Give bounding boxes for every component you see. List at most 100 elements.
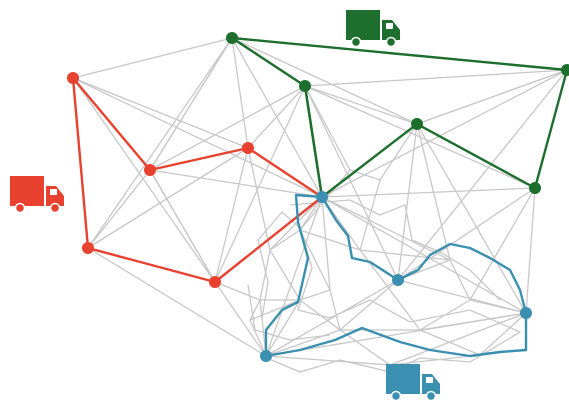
network-edge bbox=[359, 249, 451, 261]
network-edge bbox=[321, 196, 331, 291]
network-edge bbox=[247, 284, 331, 341]
network-edge bbox=[149, 37, 233, 171]
truck-cargo bbox=[386, 364, 420, 394]
red-route-node bbox=[209, 276, 221, 288]
network-edge bbox=[249, 299, 301, 321]
red-route-node bbox=[82, 242, 94, 254]
network-edge bbox=[87, 147, 249, 249]
truck-cargo bbox=[346, 10, 380, 40]
network-edge bbox=[265, 355, 391, 366]
network-edge bbox=[416, 69, 568, 125]
network-edge bbox=[269, 249, 301, 301]
network-edge bbox=[469, 187, 536, 301]
blue-route-node bbox=[392, 274, 404, 286]
network-edge bbox=[416, 123, 527, 314]
network-edge bbox=[389, 312, 527, 366]
network-edge bbox=[321, 196, 451, 261]
route-nodes bbox=[67, 32, 569, 362]
truck-wheel bbox=[385, 36, 397, 48]
truck-wheel bbox=[390, 390, 402, 402]
network-edge bbox=[339, 329, 391, 366]
truck-icon bbox=[386, 364, 440, 402]
truck-wheel bbox=[14, 202, 26, 214]
network-edge bbox=[265, 299, 301, 357]
network-edge bbox=[149, 85, 306, 171]
network-edge bbox=[249, 319, 267, 357]
network-edge bbox=[289, 199, 501, 301]
network-edge bbox=[329, 289, 341, 331]
network-edge bbox=[72, 77, 323, 198]
network-edge bbox=[214, 147, 249, 283]
truck-wheel bbox=[49, 202, 61, 214]
network-edge bbox=[299, 229, 331, 291]
network-edge bbox=[265, 329, 341, 357]
network-edge bbox=[87, 169, 151, 249]
blue-route-node bbox=[520, 307, 532, 319]
red-route-node bbox=[144, 164, 156, 176]
truck-wheel bbox=[350, 36, 362, 48]
network-edge bbox=[269, 229, 301, 251]
network-edge bbox=[304, 69, 568, 87]
network-edge bbox=[149, 169, 216, 283]
network-edge bbox=[265, 279, 399, 357]
network-edge bbox=[214, 281, 261, 301]
network-edge bbox=[214, 281, 267, 357]
network-edge bbox=[339, 279, 399, 331]
network-edge bbox=[389, 354, 481, 366]
network-edge bbox=[304, 85, 399, 281]
truck-icon bbox=[10, 176, 64, 214]
network-edge bbox=[72, 77, 249, 149]
network-edge bbox=[397, 187, 536, 281]
green-route-node bbox=[411, 118, 423, 130]
network-edge bbox=[304, 85, 418, 125]
network-edge bbox=[149, 169, 323, 198]
network-edge bbox=[304, 85, 351, 171]
network-edge bbox=[87, 37, 233, 249]
network-edge bbox=[231, 37, 249, 149]
network-edge bbox=[87, 247, 267, 357]
blue-route-node bbox=[260, 350, 272, 362]
network-edge bbox=[419, 312, 527, 331]
network-edge bbox=[214, 85, 306, 283]
green-route-spur bbox=[303, 85, 324, 198]
red-route-node bbox=[67, 72, 79, 84]
blue-route-node bbox=[316, 191, 328, 203]
network-edge bbox=[449, 259, 471, 301]
network-edge bbox=[469, 299, 527, 314]
network-edge bbox=[379, 123, 418, 181]
network-edge bbox=[321, 69, 568, 198]
network-edge bbox=[231, 37, 323, 198]
green-route-node bbox=[529, 182, 541, 194]
green-route-node bbox=[561, 64, 569, 76]
network-edge bbox=[72, 77, 216, 283]
network-edge bbox=[359, 179, 381, 251]
network-edge bbox=[419, 329, 481, 356]
network-edge bbox=[72, 37, 233, 79]
network-edge bbox=[416, 123, 451, 261]
truck-cargo bbox=[10, 176, 44, 206]
truck-window bbox=[426, 377, 433, 383]
network-edge bbox=[397, 69, 568, 281]
green-route-node bbox=[299, 80, 311, 92]
truck-icon bbox=[346, 10, 400, 48]
network-edge bbox=[321, 196, 527, 314]
network-edge bbox=[479, 312, 527, 356]
network-edge bbox=[321, 187, 536, 198]
network-edge bbox=[269, 196, 323, 251]
network-edge bbox=[259, 249, 271, 301]
network-edge bbox=[257, 211, 522, 373]
network-edge bbox=[299, 289, 331, 301]
network-edge bbox=[525, 187, 536, 314]
truck-window bbox=[386, 23, 393, 29]
red-route-node bbox=[242, 142, 254, 154]
truck-wheel bbox=[425, 390, 437, 402]
network-edge bbox=[247, 147, 271, 251]
network-edge bbox=[249, 299, 261, 321]
network-edge bbox=[265, 196, 323, 357]
network-edge bbox=[231, 37, 418, 125]
truck-icons bbox=[10, 10, 440, 402]
truck-window bbox=[50, 189, 57, 195]
network-edges bbox=[72, 37, 568, 373]
